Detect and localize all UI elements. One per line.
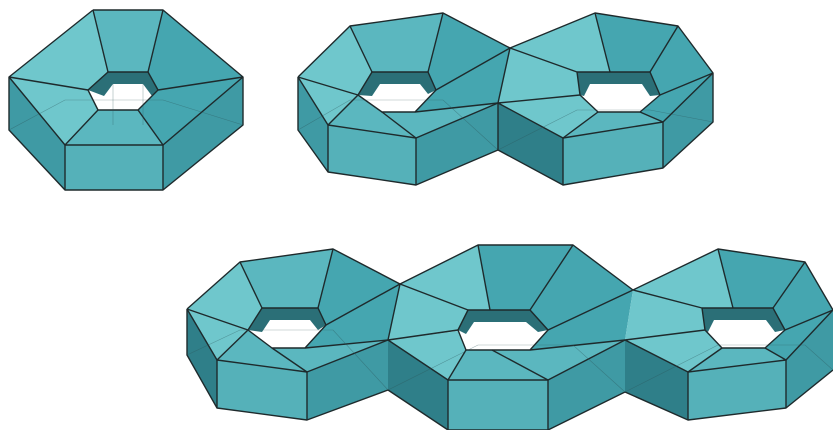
- double-ring-right: [498, 13, 713, 185]
- single-ring-top-f: [9, 10, 108, 90]
- triple-center-side-front: [448, 380, 548, 430]
- triple-ring-center: [388, 245, 633, 430]
- single-ring-side-front: [65, 145, 163, 190]
- double-ring-left: [298, 13, 510, 185]
- single-ring-top-b: [148, 10, 243, 90]
- single-ring: [9, 10, 243, 190]
- triple-ring-left: [187, 249, 400, 420]
- triple-ring-right: [625, 249, 833, 420]
